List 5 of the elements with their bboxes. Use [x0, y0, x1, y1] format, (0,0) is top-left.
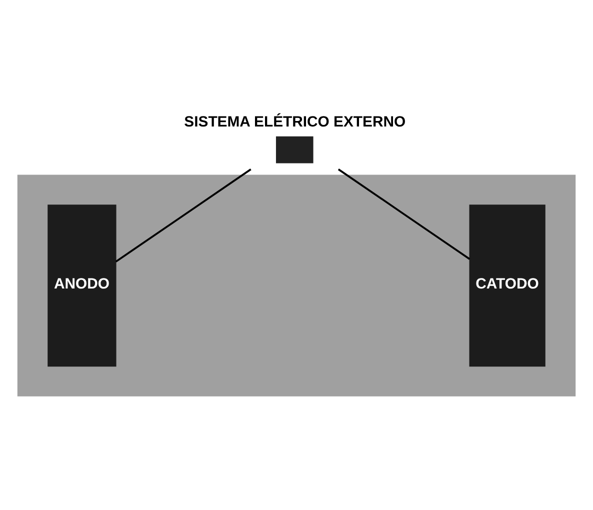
node-box: ANODO [48, 204, 116, 367]
node-box [276, 136, 314, 164]
node-label: SISTEMA ELÉTRICO EXTERNO [184, 114, 406, 131]
cluster [17, 174, 576, 396]
node-box: CATODO [469, 204, 546, 367]
